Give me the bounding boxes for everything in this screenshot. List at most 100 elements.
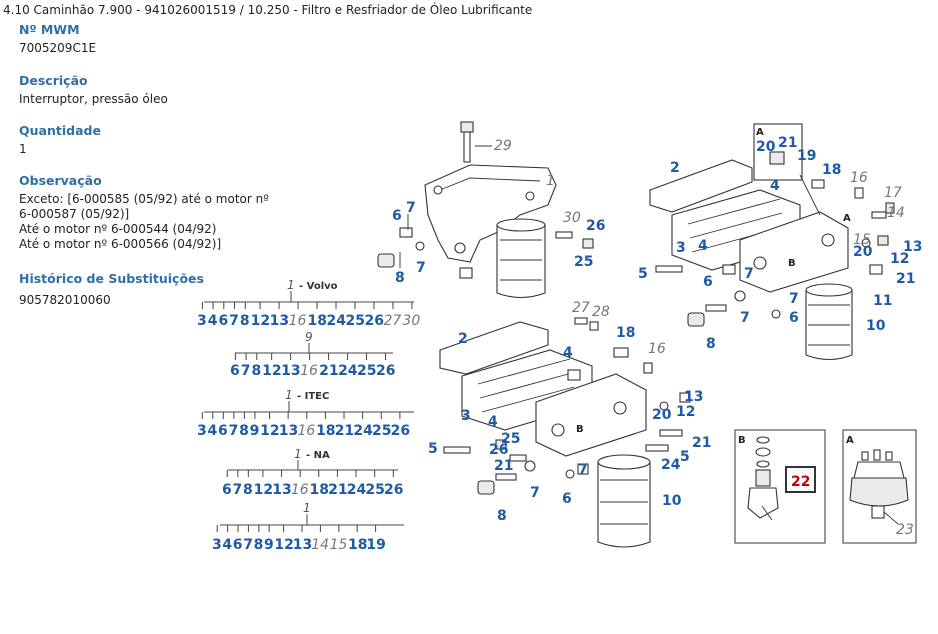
tree-item[interactable]: 24 xyxy=(338,363,358,379)
tree-item[interactable]: 24 xyxy=(353,423,373,439)
tree-item[interactable]: 9 xyxy=(250,423,260,439)
callout-24[interactable]: 24 xyxy=(661,457,681,473)
callout-14[interactable]: 14 xyxy=(887,205,905,221)
tree-item[interactable]: 26 xyxy=(364,313,383,329)
tree-item[interactable]: 16 xyxy=(300,363,318,379)
tree-item[interactable]: 25 xyxy=(346,313,365,329)
tree-item[interactable]: 25 xyxy=(365,482,384,498)
callout-30[interactable]: 30 xyxy=(563,210,581,226)
callout-3[interactable]: 3 xyxy=(461,408,471,424)
tree-item[interactable]: 8 xyxy=(251,363,261,379)
tree-item[interactable]: 26 xyxy=(391,423,410,439)
tree-item[interactable]: 13 xyxy=(293,537,312,553)
tree-item[interactable]: 6 xyxy=(218,313,228,329)
tree-item[interactable]: 21 xyxy=(335,423,354,439)
tree-item[interactable]: 12 xyxy=(251,313,270,329)
callout-8[interactable]: 8 xyxy=(497,508,507,524)
callout-29[interactable]: 29 xyxy=(494,138,512,154)
tree-item[interactable]: 7 xyxy=(233,482,243,498)
tree-item[interactable]: 7 xyxy=(243,537,253,553)
callout-18[interactable]: 18 xyxy=(616,325,635,341)
callout-8[interactable]: 8 xyxy=(706,336,716,352)
tree-item[interactable]: 8 xyxy=(239,423,249,439)
tree-item[interactable]: 12 xyxy=(274,537,293,553)
tree-item[interactable]: 16 xyxy=(289,313,307,329)
tree-item[interactable]: 13 xyxy=(270,313,289,329)
tree-item[interactable]: 12 xyxy=(262,363,281,379)
tree-item[interactable]: 25 xyxy=(372,423,391,439)
tree-item[interactable]: 3 xyxy=(197,423,207,439)
tree-item[interactable]: 18 xyxy=(316,423,335,439)
callout-13[interactable]: 13 xyxy=(684,389,703,405)
callout-5[interactable]: 5 xyxy=(428,441,438,457)
callout-16[interactable]: 16 xyxy=(648,341,666,357)
tree-item[interactable]: 18 xyxy=(348,537,367,553)
tree-item[interactable]: 8 xyxy=(254,537,264,553)
callout-25[interactable]: 25 xyxy=(574,254,593,270)
tree-item[interactable]: 21 xyxy=(319,363,338,379)
tree-item[interactable]: 24 xyxy=(327,313,347,329)
callout-22-highlighted[interactable]: 22 xyxy=(791,474,810,490)
tree-item[interactable]: 3 xyxy=(212,537,222,553)
callout-7[interactable]: 7 xyxy=(789,291,799,307)
callout-7[interactable]: 7 xyxy=(416,260,426,276)
callout-7[interactable]: 7 xyxy=(744,266,754,282)
callout-6[interactable]: 6 xyxy=(789,310,799,326)
callout-7[interactable]: 7 xyxy=(530,485,540,501)
callout-4[interactable]: 4 xyxy=(563,345,573,361)
tree-item[interactable]: 16 xyxy=(291,482,309,498)
tree-item[interactable]: 13 xyxy=(281,363,300,379)
tree-item[interactable]: 26 xyxy=(384,482,403,498)
tree-item[interactable]: 4 xyxy=(208,313,218,329)
callout-3[interactable]: 3 xyxy=(676,240,686,256)
callout-20[interactable]: 20 xyxy=(853,244,873,260)
tree-item[interactable]: 6 xyxy=(230,363,240,379)
callout-26[interactable]: 26 xyxy=(586,218,605,234)
callout-7[interactable]: 7 xyxy=(740,310,750,326)
callout-11[interactable]: 11 xyxy=(873,293,892,309)
tree-item[interactable]: 7 xyxy=(241,363,251,379)
callout-5[interactable]: 5 xyxy=(680,449,690,465)
tree-item[interactable]: 30 xyxy=(402,313,420,329)
callout-7[interactable]: 7 xyxy=(578,462,588,478)
tree-item[interactable]: 3 xyxy=(197,313,207,329)
tree-item[interactable]: 19 xyxy=(366,537,385,553)
callout-12[interactable]: 12 xyxy=(676,404,695,420)
callout-27[interactable]: 27 xyxy=(572,300,590,316)
callout-2[interactable]: 2 xyxy=(670,160,680,176)
tree-item[interactable]: 4 xyxy=(208,423,218,439)
callout-26[interactable]: 26 xyxy=(489,442,508,458)
tree-item[interactable]: 9 xyxy=(264,537,274,553)
tree-item[interactable]: 12 xyxy=(254,482,273,498)
callout-17[interactable]: 17 xyxy=(884,185,902,201)
callout-10[interactable]: 10 xyxy=(662,493,682,509)
tree-item[interactable]: 13 xyxy=(272,482,291,498)
callout-8[interactable]: 8 xyxy=(395,270,405,286)
callout-15[interactable]: 15 xyxy=(853,232,871,248)
callout-18[interactable]: 18 xyxy=(822,162,841,178)
tree-item[interactable]: 7 xyxy=(229,313,239,329)
tree-item[interactable]: 13 xyxy=(279,423,298,439)
tree-item[interactable]: 18 xyxy=(308,313,327,329)
callout-4[interactable]: 4 xyxy=(488,414,498,430)
callout-23[interactable]: 23 xyxy=(896,522,914,538)
tree-item[interactable]: 6 xyxy=(218,423,228,439)
callout-21[interactable]: 21 xyxy=(692,435,711,451)
tree-item[interactable]: 12 xyxy=(260,423,279,439)
callout-19[interactable]: 19 xyxy=(797,148,816,164)
callout-4[interactable]: 4 xyxy=(770,178,780,194)
tree-item[interactable]: 18 xyxy=(309,482,328,498)
tree-item[interactable]: 21 xyxy=(328,482,347,498)
tree-item[interactable]: 14 xyxy=(311,537,329,553)
callout-4[interactable]: 4 xyxy=(698,238,708,254)
tree-item[interactable]: 15 xyxy=(330,537,348,553)
callout-6[interactable]: 6 xyxy=(562,491,572,507)
callout-6[interactable]: 6 xyxy=(392,208,402,224)
tree-item[interactable]: 25 xyxy=(357,363,376,379)
callout-12[interactable]: 12 xyxy=(890,251,909,267)
tree-item[interactable]: 6 xyxy=(233,537,243,553)
tree-item[interactable]: 7 xyxy=(229,423,239,439)
tree-item[interactable]: 8 xyxy=(240,313,250,329)
tree-item[interactable]: 6 xyxy=(222,482,232,498)
tree-item[interactable]: 4 xyxy=(222,537,232,553)
